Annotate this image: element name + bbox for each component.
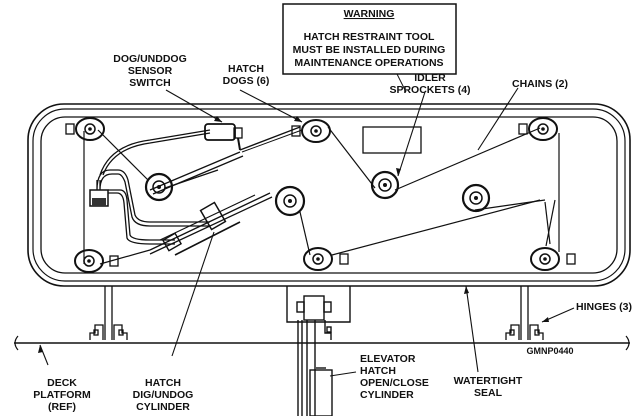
svg-text:(REF): (REF) xyxy=(48,401,76,413)
figure-id: GMNP0440 xyxy=(526,346,573,356)
svg-text:HATCH: HATCH xyxy=(360,365,396,377)
hatch-dog xyxy=(530,247,576,271)
hatch-dog xyxy=(74,249,119,273)
deck-platform xyxy=(14,335,630,351)
svg-text:OPEN/CLOSE: OPEN/CLOSE xyxy=(360,377,429,389)
arrowheads xyxy=(38,116,549,353)
hatch-dog xyxy=(65,117,105,141)
svg-text:SWITCH: SWITCH xyxy=(129,77,170,89)
label-watertight-seal: WATERTIGHT SEAL xyxy=(454,375,523,399)
restraint-tool-plate xyxy=(362,126,422,154)
svg-text:HATCH: HATCH xyxy=(228,63,264,75)
svg-text:CHAINS (2): CHAINS (2) xyxy=(512,78,568,90)
warning-box: WARNING HATCH RESTRAINT TOOL MUST BE INS… xyxy=(282,3,457,93)
svg-text:DOG/UNDDOG: DOG/UNDDOG xyxy=(113,53,187,65)
svg-text:DOGS (6): DOGS (6) xyxy=(223,75,270,87)
svg-text:ELEVATOR: ELEVATOR xyxy=(360,353,416,365)
hatch-frame xyxy=(27,103,631,287)
warning-line-1: HATCH RESTRAINT TOOL xyxy=(304,31,435,43)
svg-text:DECK: DECK xyxy=(47,377,77,389)
dog-undog-sensor-switch xyxy=(204,123,303,153)
hinge xyxy=(505,286,544,340)
svg-text:SPROCKETS (4): SPROCKETS (4) xyxy=(389,84,470,96)
label-dog-undog-cylinder: HATCH DIG/UNDOG CYLINDER xyxy=(133,377,194,413)
svg-text:WATERTIGHT: WATERTIGHT xyxy=(454,375,523,387)
leader-lines xyxy=(39,87,575,377)
hinge xyxy=(89,286,128,340)
label-hinges: HINGES (3) xyxy=(576,301,632,313)
svg-text:CYLINDER: CYLINDER xyxy=(136,401,190,413)
warning-title: WARNING xyxy=(344,8,395,20)
warning-line-3: MAINTENANCE OPERATIONS xyxy=(294,57,443,69)
hatch-dog-undog-cylinder xyxy=(149,192,273,256)
svg-text:SENSOR: SENSOR xyxy=(128,65,173,77)
linkage-rod xyxy=(149,151,244,195)
svg-text:HATCH: HATCH xyxy=(145,377,181,389)
label-idler-sprockets: IDLER SPROCKETS (4) xyxy=(389,72,470,96)
warning-line-2: MUST BE INSTALLED DURING xyxy=(293,44,446,56)
dog-sensor-block xyxy=(89,189,109,207)
elevator-cylinder xyxy=(297,320,333,416)
hydraulic-lines xyxy=(96,129,211,245)
svg-text:IDLER: IDLER xyxy=(414,72,446,84)
label-elevator-cylinder: ELEVATOR HATCH OPEN/CLOSE CYLINDER xyxy=(360,353,429,401)
chains xyxy=(83,126,560,265)
label-deck-platform: DECK PLATFORM (REF) xyxy=(33,377,91,413)
svg-text:CYLINDER: CYLINDER xyxy=(360,389,414,401)
svg-text:SEAL: SEAL xyxy=(474,387,503,399)
svg-text:DIG/UNDOG: DIG/UNDOG xyxy=(133,389,194,401)
elevator-cylinder-mount xyxy=(286,286,351,416)
label-chains: CHAINS (2) xyxy=(512,78,568,90)
idler-sprocket xyxy=(274,185,306,217)
idler-sprocket xyxy=(370,170,400,200)
hatch-dog xyxy=(303,247,349,271)
label-hatch-dogs: HATCH DOGS (6) xyxy=(223,63,270,87)
label-dog-sensor-switch: DOG/UNDDOG SENSOR SWITCH xyxy=(113,53,187,89)
idler-sprocket xyxy=(461,183,491,213)
svg-text:PLATFORM: PLATFORM xyxy=(33,389,91,401)
svg-text:HINGES (3): HINGES (3) xyxy=(576,301,632,313)
hatch-dog xyxy=(518,117,558,141)
hatch-dog xyxy=(291,119,331,143)
